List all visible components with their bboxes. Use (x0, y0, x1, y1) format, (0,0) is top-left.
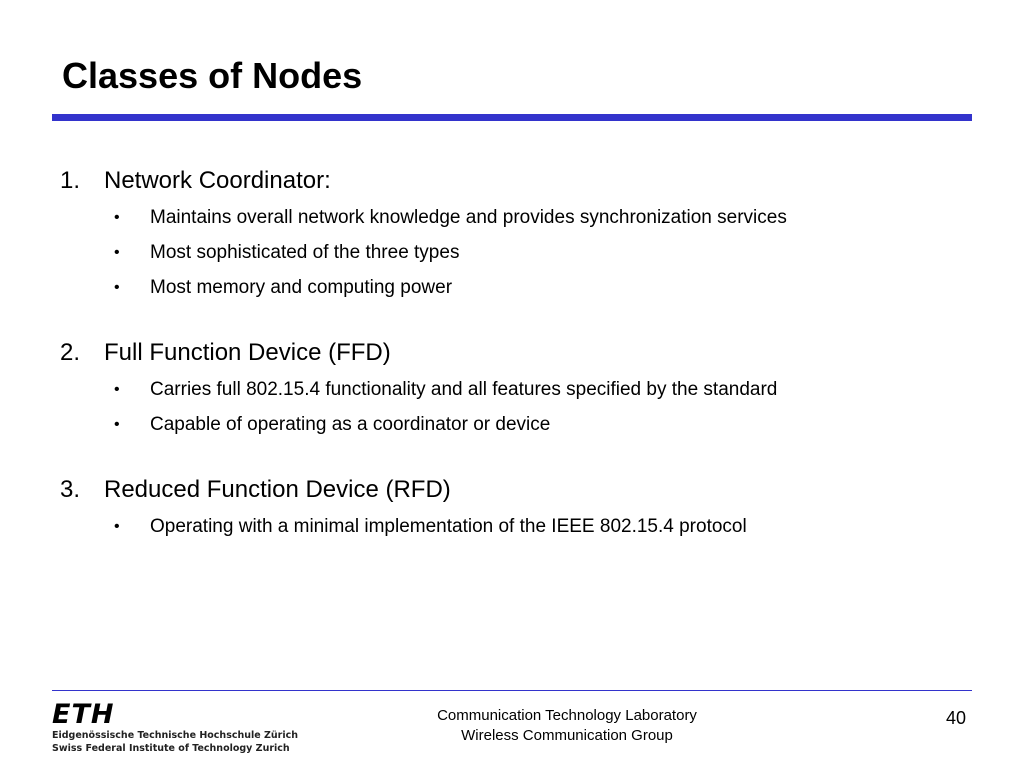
bullet-text: Most sophisticated of the three types (150, 242, 460, 263)
eth-logo-name-english: Swiss Federal Institute of Technology Zu… (52, 743, 290, 754)
section-reduced-function-device: 3. Reduced Function Device (RFD) • Operat… (60, 473, 980, 544)
slide-content: 1. Network Coordinator: • Maintains overa… (60, 164, 980, 575)
bullet-text: Most memory and computing power (150, 277, 453, 298)
section-heading: 3. Reduced Function Device (RFD) (60, 473, 980, 507)
bullet-text: Capable of operating as a coordinator or… (150, 414, 551, 435)
slide-title: Classes of Nodes (62, 55, 363, 96)
title-underline (52, 114, 972, 121)
bullet-icon: • (114, 244, 120, 261)
page-number: 40 (945, 708, 966, 728)
eth-logo-mark: ETH (52, 699, 115, 730)
bullet-item: • Carries full 802.15.4 functionality and… (60, 372, 980, 407)
bullet-item: • Operating with a minimal implementation… (60, 509, 980, 544)
section-title: Network Coordinator: (104, 167, 331, 194)
bullet-icon: • (114, 381, 120, 398)
bullet-item: • Maintains overall network knowledge and… (60, 200, 980, 235)
eth-logo-name-german: Eidgenössische Technische Hochschule Zür… (52, 730, 298, 741)
footer-group-name: Wireless Communication Group (461, 727, 673, 744)
bullet-item: • Most memory and computing power (60, 270, 980, 305)
section-title: Full Function Device (FFD) (104, 339, 391, 366)
bullet-icon: • (114, 279, 120, 296)
eth-logo: ETH Eidgenössische Technische Hochschule… (52, 698, 298, 758)
bullet-icon: • (114, 518, 120, 535)
bullet-icon: • (114, 416, 120, 433)
bullet-list: • Maintains overall network knowledge and… (60, 200, 980, 305)
footer-lab-info: Communication Technology Laboratory Wire… (367, 706, 767, 746)
section-number: 2. (60, 339, 81, 366)
bullet-item: • Capable of operating as a coordinator o… (60, 407, 980, 442)
bullet-icon: • (114, 209, 120, 226)
section-number: 3. (60, 476, 81, 503)
section-number: 1. (60, 167, 81, 194)
section-full-function-device: 2. Full Function Device (FFD) • Carries f… (60, 336, 980, 442)
section-title: Reduced Function Device (RFD) (104, 476, 451, 503)
section-network-coordinator: 1. Network Coordinator: • Maintains overa… (60, 164, 980, 305)
section-heading: 1. Network Coordinator: (60, 164, 980, 198)
bullet-text: Operating with a minimal implementation … (150, 516, 747, 537)
bullet-list: • Carries full 802.15.4 functionality and… (60, 372, 980, 442)
bullet-text: Maintains overall network knowledge and … (150, 207, 787, 228)
footer-divider (52, 690, 972, 691)
bullet-item: • Most sophisticated of the three types (60, 235, 980, 270)
bullet-list: • Operating with a minimal implementation… (60, 509, 980, 544)
section-heading: 2. Full Function Device (FFD) (60, 336, 980, 370)
footer-lab-name: Communication Technology Laboratory (437, 707, 697, 724)
bullet-text: Carries full 802.15.4 functionality and … (150, 379, 778, 400)
